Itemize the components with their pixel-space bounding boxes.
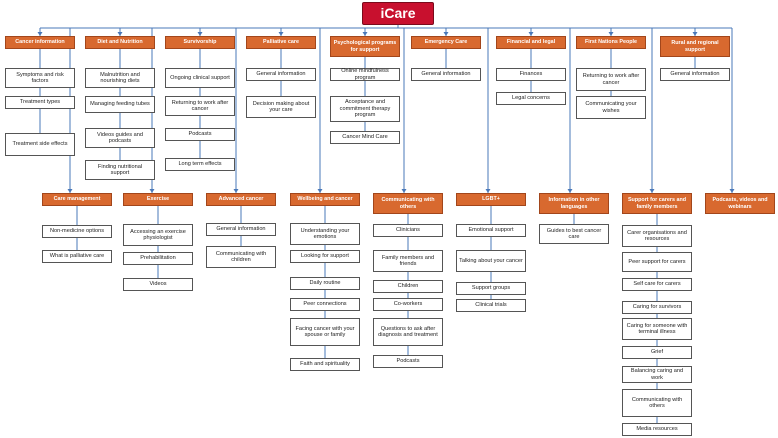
item-peer-connections: Peer connections: [290, 298, 360, 311]
item-media-resources: Media resources: [622, 423, 692, 436]
item-legal-concerns: Legal concerns: [496, 92, 566, 105]
item-family-members-and-friends: Family members and friends: [373, 250, 443, 272]
item-peer-support-for-carers: Peer support for carers: [622, 252, 692, 272]
item-talking-about-your-cancer: Talking about your cancer: [456, 250, 526, 272]
item-communicating-your-wishes: Communicating your wishes: [576, 96, 646, 119]
category-first-nations-people: First Nations People: [576, 36, 646, 49]
item-looking-for-support: Looking for support: [290, 250, 360, 263]
arrowhead: [149, 189, 155, 193]
item-emotional-support: Emotional support: [456, 224, 526, 237]
item-decision-making-about-your-care: Decision making about your care: [246, 96, 316, 118]
arrowhead: [729, 189, 735, 193]
arrowhead: [692, 32, 698, 36]
category-communicating-with-others: Communicating with others: [373, 193, 443, 214]
item-understanding-your-emotions: Understanding your emotions: [290, 223, 360, 245]
item-long-term-effects: Long term effects: [165, 158, 235, 171]
item-general-information: General information: [246, 68, 316, 81]
item-clinical-trials: Clinical trials: [456, 299, 526, 312]
root-title: iCare: [362, 2, 434, 25]
item-self-care-for-carers: Self care for carers: [622, 278, 692, 291]
arrowhead: [362, 32, 368, 36]
item-clinicians: Clinicians: [373, 224, 443, 237]
item-general-information: General information: [206, 223, 276, 236]
item-accessing-an-exercise-physiologist: Accessing an exercise physiologist: [123, 224, 193, 246]
item-non-medicine-options: Non-medicine options: [42, 225, 112, 238]
item-online-mindfulness-program: Online mindfulness program: [330, 68, 400, 81]
category-palliative-care: Palliative care: [246, 36, 316, 49]
item-podcasts: Podcasts: [165, 128, 235, 141]
category-survivorship: Survivorship: [165, 36, 235, 49]
item-carer-organisations-and-resources: Carer organisations and resources: [622, 225, 692, 247]
category-wellbeing-and-cancer: Wellbeing and cancer: [290, 193, 360, 206]
item-communicating-with-children: Communicating with children: [206, 246, 276, 268]
category-exercise: Exercise: [123, 193, 193, 206]
item-prehabilitation: Prehabilitation: [123, 252, 193, 265]
item-treatment-types: Treatment types: [5, 96, 75, 109]
arrowhead: [278, 32, 284, 36]
item-facing-cancer-with-your-spouse-or-family: Facing cancer with your spouse or family: [290, 318, 360, 346]
arrowhead: [608, 32, 614, 36]
item-questions-to-ask-after-diagnosis-and-treatment: Questions to ask after diagnosis and tre…: [373, 318, 443, 346]
category-psychological-programs-for-support: Psychological programs for support: [330, 36, 400, 57]
category-emergency-care: Emergency Care: [411, 36, 481, 49]
category-advanced-cancer: Advanced cancer: [206, 193, 276, 206]
item-managing-feeding-tubes: Managing feeding tubes: [85, 96, 155, 113]
category-lgbt: LGBT+: [456, 193, 526, 206]
item-videos-guides-and-podcasts: Videos guides and podcasts: [85, 128, 155, 148]
category-care-management: Care management: [42, 193, 112, 206]
arrowhead: [649, 189, 655, 193]
item-balancing-caring-and-work: Balancing caring and work: [622, 366, 692, 383]
category-financial-and-legal: Financial and legal: [496, 36, 566, 49]
item-caring-for-survivors: Caring for survivors: [622, 301, 692, 314]
item-co-workers: Co-workers: [373, 298, 443, 311]
item-caring-for-someone-with-terminal-illness: Caring for someone with terminal illness: [622, 318, 692, 340]
item-malnutrition-and-nourishing-diets: Malnutrition and nourishing diets: [85, 68, 155, 88]
arrowhead: [67, 189, 73, 193]
item-communicating-with-others: Communicating with others: [622, 389, 692, 417]
item-general-information: General information: [411, 68, 481, 81]
item-symptoms-and-risk-factors: Symptoms and risk factors: [5, 68, 75, 88]
item-returning-to-work-after-cancer: Returning to work after cancer: [576, 68, 646, 91]
item-podcasts: Podcasts: [373, 355, 443, 368]
arrowhead: [443, 32, 449, 36]
item-grief: Grief: [622, 346, 692, 359]
item-children: Children: [373, 280, 443, 293]
category-diet-and-nutrition: Diet and Nutrition: [85, 36, 155, 49]
arrowhead: [117, 32, 123, 36]
arrowhead: [485, 189, 491, 193]
category-cancer-information: Cancer information: [5, 36, 75, 49]
arrowhead: [37, 32, 43, 36]
item-treatment-side-effects: Treatment side effects: [5, 133, 75, 156]
item-cancer-mind-care: Cancer Mind Care: [330, 131, 400, 144]
item-guides-to-best-cancer-care: Guides to best cancer care: [539, 224, 609, 244]
item-acceptance-and-commitment-therapy-program: Acceptance and commitment therapy progra…: [330, 96, 400, 122]
arrowhead: [317, 189, 323, 193]
category-podcasts-videos-and-webinars: Podcasts, videos and webinars: [705, 193, 775, 214]
item-daily-routine: Daily routine: [290, 277, 360, 290]
category-support-for-carers-and-family-members: Support for carers and family members: [622, 193, 692, 214]
item-finances: Finances: [496, 68, 566, 81]
arrowhead: [567, 189, 573, 193]
item-support-groups: Support groups: [456, 282, 526, 295]
item-returning-to-work-after-cancer: Returning to work after cancer: [165, 96, 235, 116]
arrowhead: [233, 189, 239, 193]
item-general-information: General information: [660, 68, 730, 81]
item-faith-and-spirituality: Faith and spirituality: [290, 358, 360, 371]
item-finding-nutritional-support: Finding nutritional support: [85, 160, 155, 180]
item-ongoing-clinical-support: Ongoing clinical support: [165, 68, 235, 88]
item-videos: Videos: [123, 278, 193, 291]
item-what-is-palliative-care: What is palliative care: [42, 250, 112, 263]
arrowhead: [401, 189, 407, 193]
arrowhead: [197, 32, 203, 36]
category-rural-and-regional-support: Rural and regional support: [660, 36, 730, 57]
category-information-in-other-languages: Information in other languages: [539, 193, 609, 214]
arrowhead: [528, 32, 534, 36]
